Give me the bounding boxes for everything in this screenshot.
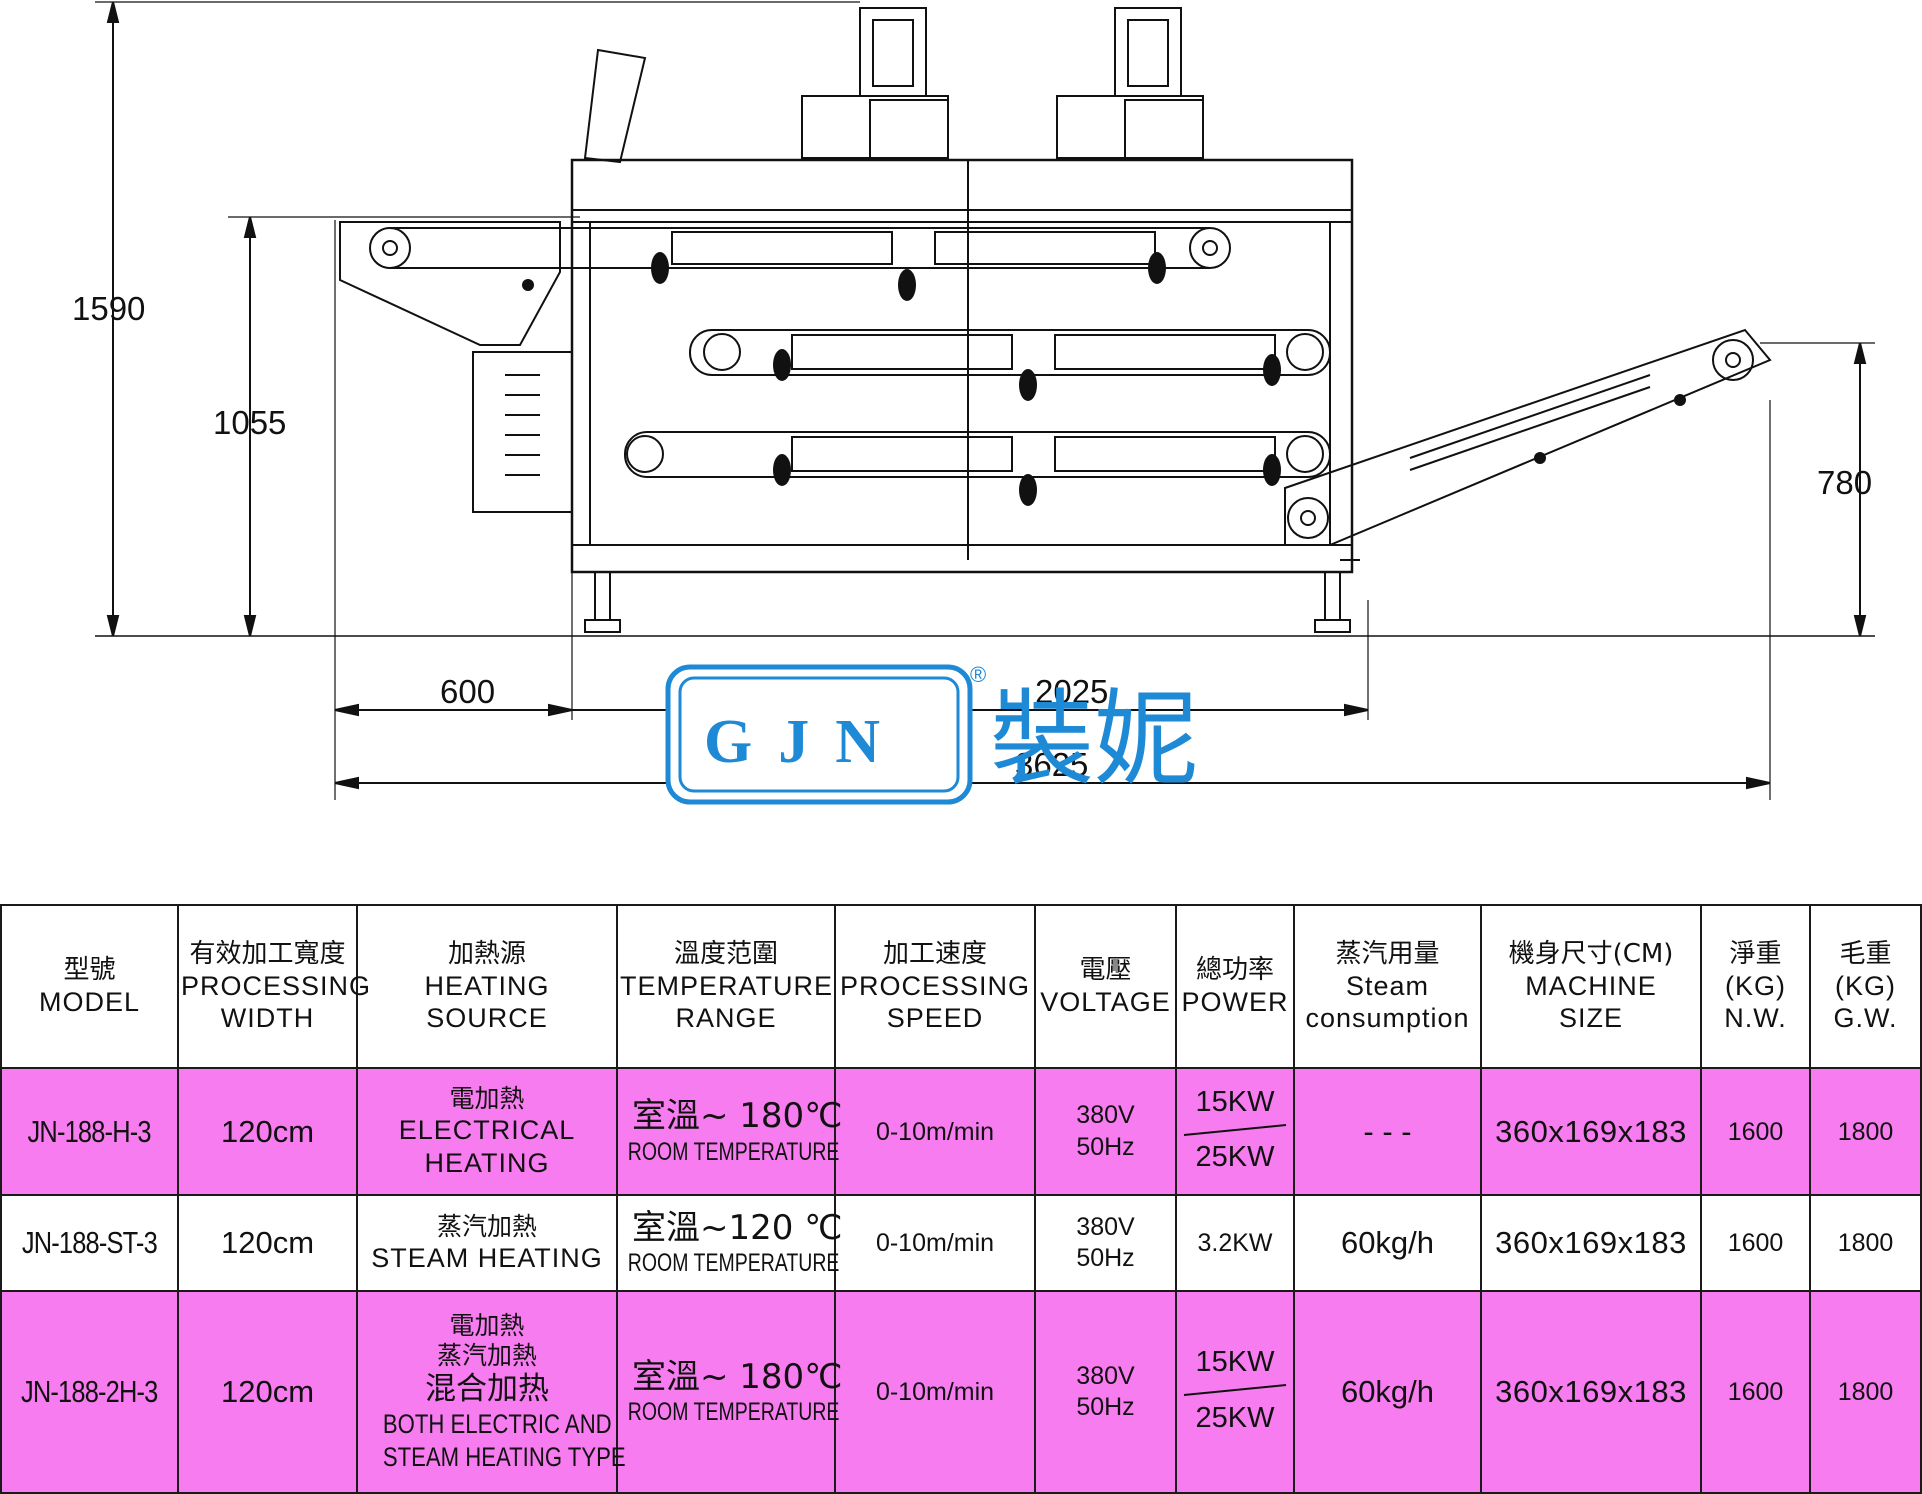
speed-cell: 0-10m/min [834, 1067, 1036, 1196]
steam-cell: 60kg/h [1293, 1290, 1482, 1494]
width-cell: 120cm [177, 1194, 358, 1292]
registered-mark: ® [970, 662, 986, 687]
width-cell: 120cm [177, 1290, 358, 1494]
dim-total-length: 3625 [1015, 746, 1088, 783]
size-cell: 360x169x183 [1480, 1290, 1702, 1494]
speed-cell: 0-10m/min [834, 1290, 1036, 1494]
net-weight-cell: 1600 [1700, 1194, 1811, 1292]
width-cell: 120cm [177, 1067, 358, 1196]
logo-latin-text: GJN [704, 708, 906, 776]
power-cell: 3.2KW [1175, 1194, 1295, 1292]
speed-cell: 0-10m/min [834, 1194, 1036, 1292]
machine-drawing: 1590 1055 780 600 2025 3625 GJN ® 裝妮 [72, 1, 1875, 805]
dim-infeed-length: 600 [440, 673, 495, 710]
steam-cell: - - - [1293, 1067, 1482, 1196]
gross-weight-cell: 1800 [1809, 1194, 1922, 1292]
net-weight-cell: 1600 [1700, 1067, 1811, 1196]
size-cell: 360x169x183 [1480, 1194, 1702, 1292]
net-weight-cell: 1600 [1700, 1290, 1811, 1494]
model-cell: JN-188-H-3 [0, 1067, 179, 1196]
dim-discharge-height: 780 [1817, 464, 1872, 501]
header-net-weight: 淨重(KG)N.W. [1700, 904, 1811, 1069]
logo-cjk-text: 裝妮 [990, 678, 1198, 800]
dim-frame-height: 1055 [213, 404, 286, 441]
dim-overall-height: 1590 [72, 290, 145, 327]
model-cell: JN-188-ST-3 [0, 1194, 179, 1292]
brand-logo: GJN ® 裝妮 [665, 662, 1198, 805]
size-cell: 360x169x183 [1480, 1067, 1702, 1196]
gross-weight-cell: 1800 [1809, 1290, 1922, 1494]
header-gross-weight: 毛重(KG)G.W. [1809, 904, 1922, 1069]
gross-weight-cell: 1800 [1809, 1067, 1922, 1196]
model-cell: JN-188-2H-3 [0, 1290, 179, 1494]
dim-body-length: 2025 [1035, 673, 1108, 710]
steam-cell: 60kg/h [1293, 1194, 1482, 1292]
